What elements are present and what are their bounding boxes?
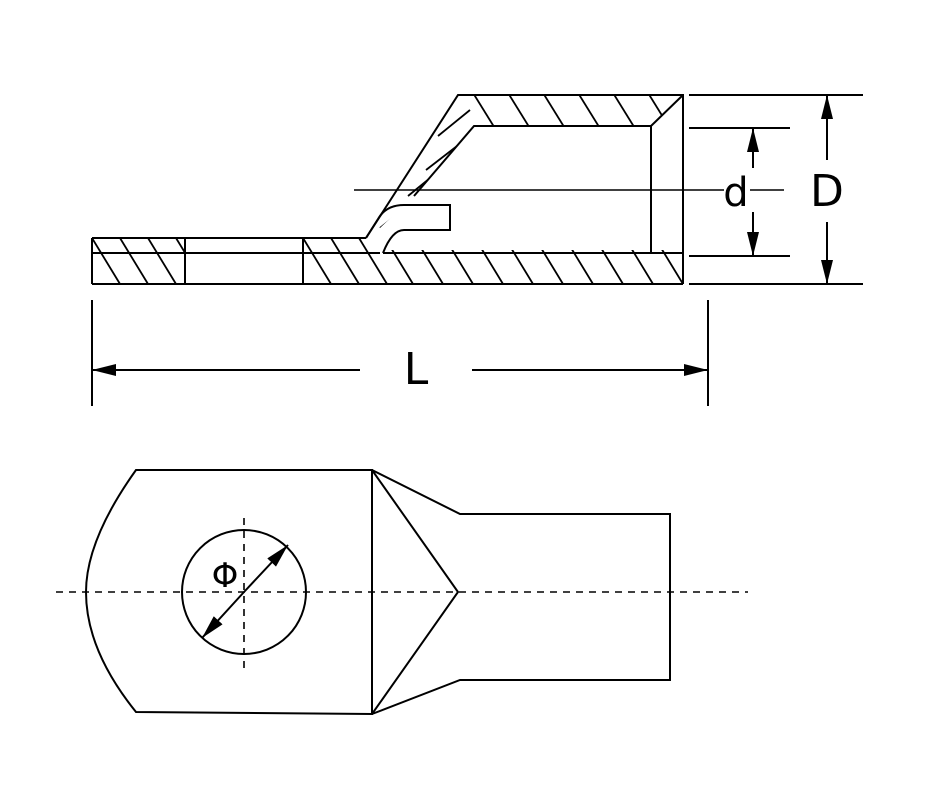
small-diameter-label: d xyxy=(723,170,748,216)
hole-diameter-label: Φ xyxy=(212,556,239,596)
length-label: L xyxy=(404,344,429,395)
large-diameter-label: D xyxy=(810,166,844,217)
side-section-view xyxy=(91,94,863,406)
section-hatching xyxy=(92,95,683,284)
top-plan-view xyxy=(56,469,748,716)
